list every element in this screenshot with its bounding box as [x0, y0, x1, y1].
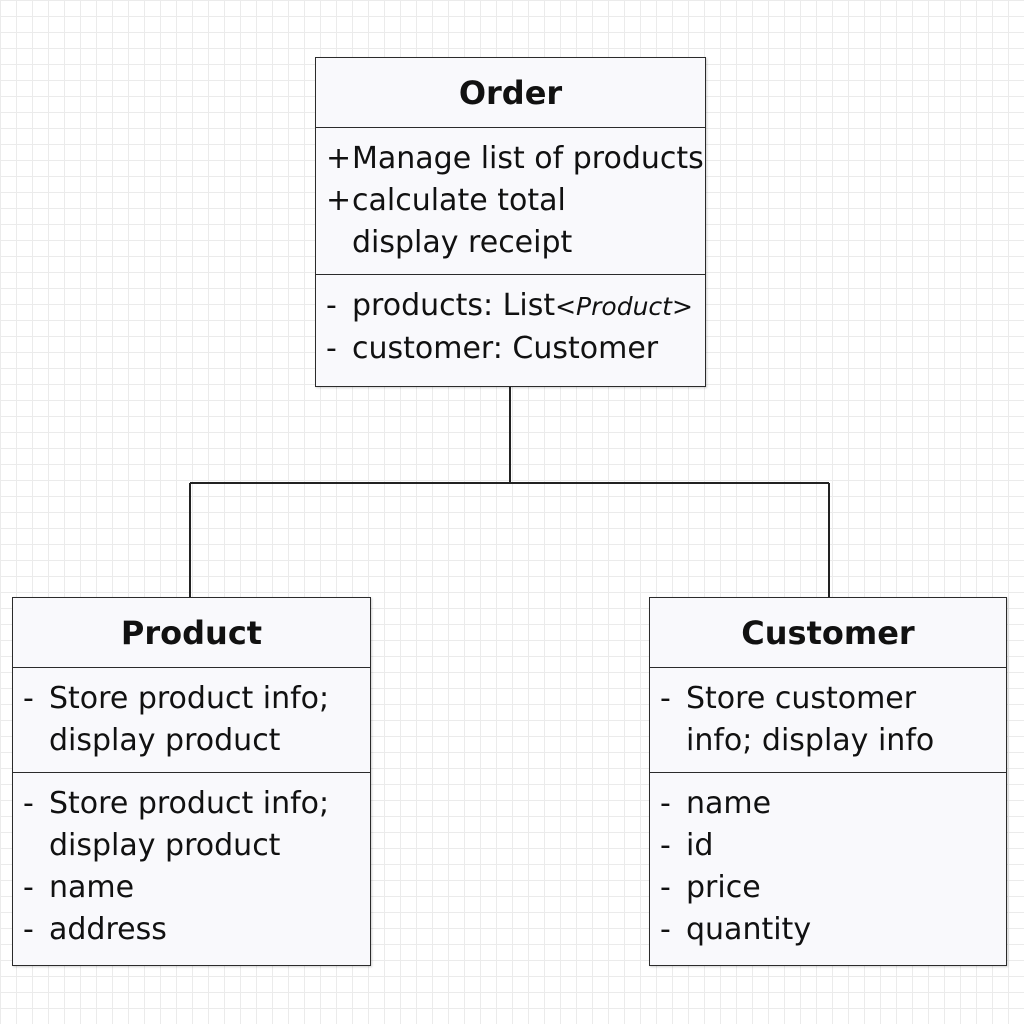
field-text: products: List [352, 288, 556, 323]
visibility-marker: + [326, 141, 352, 176]
field-item: - name [23, 867, 360, 909]
visibility-marker [23, 825, 49, 867]
method-text: info; display info [686, 723, 935, 758]
visibility-marker: - [660, 786, 671, 821]
method-item: + Manage list of products [326, 138, 704, 180]
class-order-methods: + Manage list of products + calculate to… [316, 128, 705, 275]
method-item: display product [23, 720, 360, 762]
generic-type: <Product> [555, 292, 693, 321]
method-item: + calculate total [326, 180, 695, 222]
method-text: display product [49, 723, 281, 758]
class-customer-title: Customer [650, 598, 1006, 668]
method-item: - Store customer [660, 678, 996, 720]
field-text: name [49, 870, 135, 905]
visibility-marker: - [23, 912, 34, 947]
method-item: display receipt [326, 222, 695, 264]
class-customer-fields: - name - id - price - quantity [650, 773, 1006, 951]
visibility-marker [23, 720, 49, 762]
class-product-methods: - Store product info; display product [13, 668, 370, 773]
field-item: - quantity [660, 909, 996, 951]
field-text: customer: Customer [352, 331, 659, 366]
visibility-marker: - [660, 828, 671, 863]
method-text: Manage list of products [352, 141, 704, 176]
visibility-marker [660, 720, 686, 762]
field-item: - price [660, 867, 996, 909]
visibility-marker [326, 222, 352, 264]
visibility-marker: - [660, 870, 671, 905]
method-text: Store product info; [49, 681, 330, 716]
visibility-marker: + [326, 183, 352, 218]
field-item: - Store product info; [23, 783, 360, 825]
field-item: - customer: Customer [326, 328, 695, 370]
field-item: - name [660, 783, 996, 825]
visibility-marker: - [326, 288, 337, 323]
field-text: price [686, 870, 761, 905]
method-text: calculate total [352, 183, 566, 218]
field-text: Store product info; [49, 786, 330, 821]
class-order-title: Order [316, 58, 705, 128]
visibility-marker: - [660, 681, 671, 716]
visibility-marker: - [326, 331, 337, 366]
class-customer-methods: - Store customer info; display info [650, 668, 1006, 773]
class-product[interactable]: Product - Store product info; display pr… [12, 597, 371, 966]
class-order[interactable]: Order + Manage list of products + calcul… [315, 57, 706, 387]
field-item: - id [660, 825, 996, 867]
visibility-marker: - [23, 786, 34, 821]
class-product-fields: - Store product info; display product - … [13, 773, 370, 951]
method-text: display receipt [352, 225, 573, 260]
field-text: quantity [686, 912, 812, 947]
method-item: - Store product info; [23, 678, 360, 720]
method-text: Store customer [686, 681, 917, 716]
field-text: id [686, 828, 714, 863]
class-order-fields: - products: List<Product> - customer: Cu… [316, 275, 705, 370]
visibility-marker: - [23, 681, 34, 716]
field-text: display product [49, 828, 281, 863]
method-item: info; display info [660, 720, 996, 762]
field-text: name [686, 786, 772, 821]
field-text: address [49, 912, 167, 947]
visibility-marker: - [660, 912, 671, 947]
visibility-marker: - [23, 870, 34, 905]
field-item: - products: List<Product> [326, 285, 695, 328]
class-product-title: Product [13, 598, 370, 668]
class-customer[interactable]: Customer - Store customer info; display … [649, 597, 1007, 966]
field-text-wrap: products: List<Product> [352, 285, 695, 328]
field-item: display product [23, 825, 360, 867]
field-item: - address [23, 909, 360, 951]
